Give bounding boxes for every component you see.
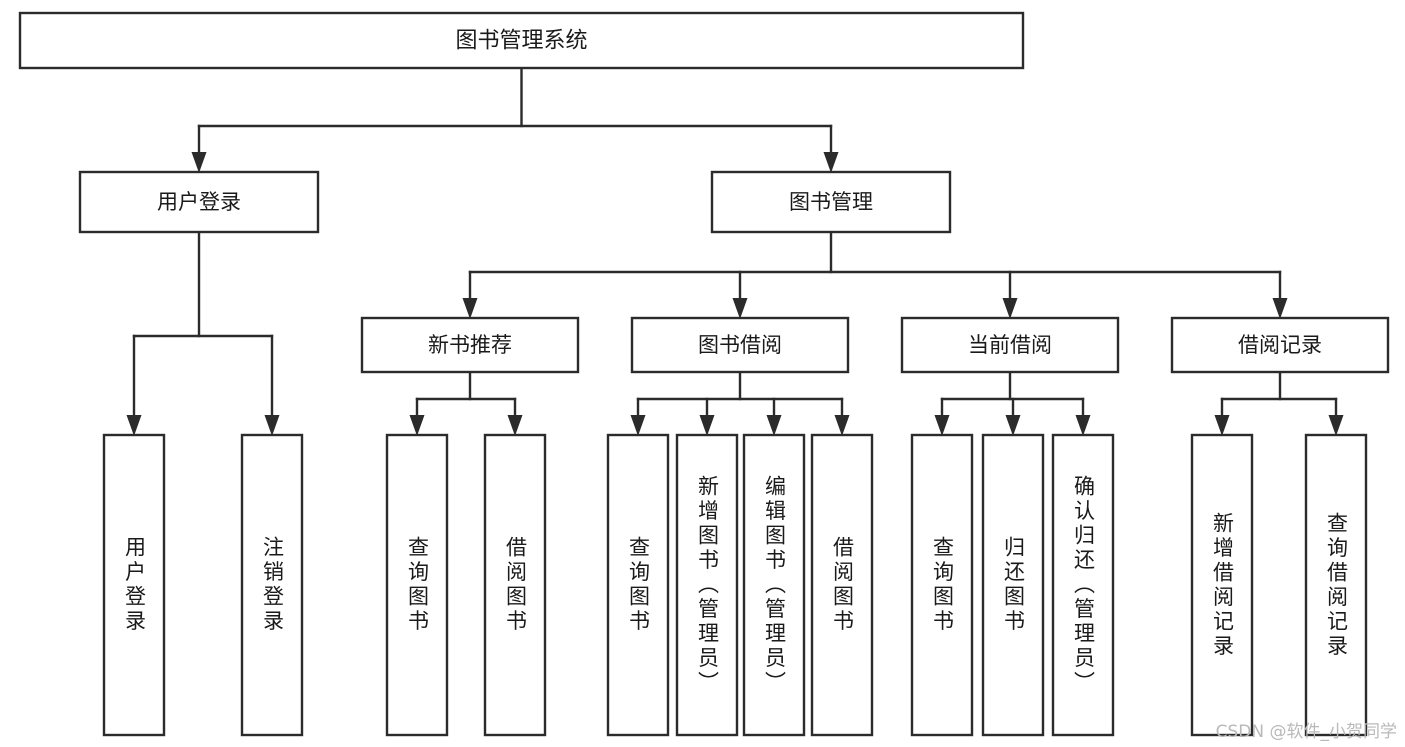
boxes-layer xyxy=(18,11,1390,737)
arrow-head-leaf-query-book-recommend xyxy=(409,415,425,436)
connector-group-borrow-record xyxy=(1214,370,1344,436)
node-label-root: 图书管理系统 xyxy=(455,29,587,54)
node-box-leaf-user-login[interactable] xyxy=(102,433,166,737)
arrow-head-leaf-return-book xyxy=(1005,415,1021,436)
csdn-watermark: CSDN @软件_小贺同学 xyxy=(1215,722,1397,742)
node-box-current-borrow[interactable] xyxy=(900,316,1120,374)
connector-group-current-borrow xyxy=(934,370,1091,436)
node-box-leaf-query-borrow-record[interactable] xyxy=(1304,433,1368,737)
node-box-leaf-confirm-return[interactable] xyxy=(1051,433,1115,737)
node-label-book-manage: 图书管理 xyxy=(789,190,873,214)
node-box-leaf-borrow-book[interactable] xyxy=(810,433,874,737)
arrow-head-borrow-record xyxy=(1272,298,1288,319)
node-label-book-borrow: 图书借阅 xyxy=(698,333,782,357)
arrow-head-leaf-confirm-return xyxy=(1075,415,1091,436)
node-box-leaf-query-book-current[interactable] xyxy=(910,433,974,737)
arrow-head-leaf-borrow-book xyxy=(834,415,850,436)
node-label-new-book-recommend: 新书推荐 xyxy=(428,333,512,357)
connector-group-root xyxy=(191,66,839,173)
arrow-head-leaf-query-book-current xyxy=(934,415,950,436)
node-box-leaf-add-borrow-record[interactable] xyxy=(1190,433,1254,737)
node-box-new-book-recommend[interactable] xyxy=(360,316,580,374)
arrow-head-book-manage xyxy=(823,152,839,173)
arrow-head-user-login xyxy=(191,152,207,173)
connector-group-new-book-recommend xyxy=(409,370,523,436)
node-box-leaf-return-book[interactable] xyxy=(981,433,1045,737)
node-box-user-login[interactable] xyxy=(78,170,320,234)
node-label-borrow-record: 借阅记录 xyxy=(1238,333,1322,357)
connector-group-user-login xyxy=(126,230,280,436)
connectors-layer xyxy=(126,66,1344,436)
arrow-head-leaf-query-book-borrow xyxy=(630,415,646,436)
arrow-head-current-borrow xyxy=(1002,298,1018,319)
arrow-head-leaf-user-login xyxy=(126,415,142,436)
node-label-user-login: 用户登录 xyxy=(157,190,241,214)
arrow-head-leaf-logout xyxy=(264,415,280,436)
connector-group-book-manage xyxy=(462,230,1288,319)
node-box-leaf-query-book-borrow[interactable] xyxy=(606,433,670,737)
arrow-head-leaf-add-book xyxy=(699,415,715,436)
arrow-head-leaf-borrow-book-recommend xyxy=(507,415,523,436)
node-box-root[interactable] xyxy=(18,11,1025,70)
arrow-head-new-book-recommend xyxy=(462,298,478,319)
node-box-leaf-edit-book[interactable] xyxy=(742,433,806,737)
arrow-head-book-borrow xyxy=(732,298,748,319)
node-box-leaf-borrow-book-recommend[interactable] xyxy=(483,433,547,737)
node-box-leaf-add-book[interactable] xyxy=(675,433,739,737)
node-box-book-manage[interactable] xyxy=(710,170,952,234)
arrow-head-leaf-query-borrow-record xyxy=(1328,415,1344,436)
node-box-leaf-logout[interactable] xyxy=(240,433,304,737)
connector-group-book-borrow xyxy=(630,370,850,436)
arrow-head-leaf-edit-book xyxy=(766,415,782,436)
node-box-book-borrow[interactable] xyxy=(630,316,850,374)
arrow-head-leaf-add-borrow-record xyxy=(1214,415,1230,436)
node-label-current-borrow: 当前借阅 xyxy=(968,333,1052,357)
node-box-leaf-query-book-recommend[interactable] xyxy=(385,433,449,737)
node-box-borrow-record[interactable] xyxy=(1170,316,1390,374)
